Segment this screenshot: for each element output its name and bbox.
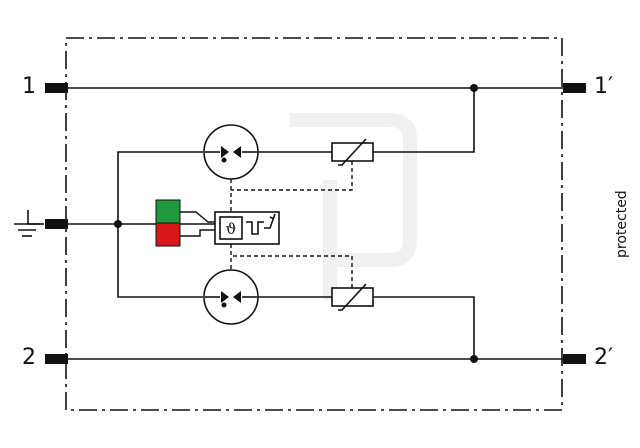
terminal-2-prime-block[interactable]: [563, 354, 586, 364]
terminal-1-prime-label: 1′: [594, 74, 613, 99]
terminal-1-prime-block[interactable]: [563, 83, 586, 93]
svg-text:ϑ: ϑ: [226, 220, 237, 238]
junction-dots: [114, 84, 478, 363]
varistor-upper: [331, 138, 374, 166]
wiring: [68, 87, 563, 360]
watermark-logo: [290, 113, 417, 300]
terminal-1-block[interactable]: [45, 83, 68, 93]
thermal-coupling: [230, 161, 353, 288]
terminal-1-label: 1: [22, 74, 36, 99]
status-indicator-icon: [155, 199, 215, 247]
status-ok-led: [155, 199, 181, 224]
protected-side-label: protected: [614, 190, 630, 258]
ground-icon: [14, 210, 44, 237]
terminal-2-prime-label: 2′: [594, 345, 613, 370]
gas-discharge-tube-upper: [203, 124, 259, 180]
gas-discharge-tube-lower: [203, 269, 259, 325]
terminal-2-block[interactable]: [45, 354, 68, 364]
status-fault-led: [155, 222, 181, 247]
terminal-2-label: 2: [22, 345, 36, 370]
terminal-ground-block[interactable]: [45, 219, 68, 229]
thermal-disconnector-icon: ϑ: [214, 211, 280, 245]
